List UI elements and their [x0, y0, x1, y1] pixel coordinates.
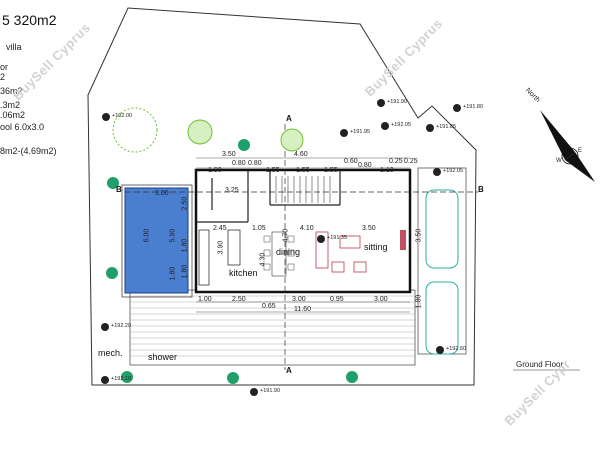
compass-west: W — [556, 158, 562, 164]
dim-top-2: 4.60 — [294, 151, 308, 158]
room-mech: mech. — [98, 348, 123, 358]
level-markers — [101, 99, 461, 396]
carport — [417, 167, 467, 355]
dim-top-7: 0.60 — [344, 158, 358, 165]
dim-bottom-1: 1.00 — [198, 296, 212, 303]
dim-pool-4: 2.50 — [181, 196, 189, 211]
info-line-7: ool 6.0x3.0 — [0, 122, 45, 132]
interior-walls — [196, 170, 341, 223]
plan-title: 5 320m2 — [2, 12, 57, 28]
dim-int-10: 1.80 — [415, 294, 423, 309]
floor-label: Ground Floor — [516, 360, 564, 369]
dim-pool-width: 3.00 — [155, 190, 169, 197]
dim-int-9: 3.50 — [415, 228, 423, 243]
info-line-8: 8m2-(4.69m2) — [0, 146, 57, 156]
dim-int-8: 3.90 — [217, 240, 225, 255]
stairs — [275, 176, 331, 203]
section-a-top: A — [286, 114, 292, 123]
sofa-set — [315, 231, 367, 273]
section-lines — [125, 124, 478, 370]
level-label-2: +191.90 — [387, 99, 408, 105]
dim-bottom-2: 2.50 — [232, 296, 246, 303]
pool-deck — [121, 184, 193, 298]
fireplace — [400, 230, 406, 250]
dim-pool-5: 1.80 — [181, 238, 189, 253]
dim-bottom-total: 11.60 — [294, 306, 311, 313]
dim-top-12: 1.55 — [296, 167, 310, 174]
info-line-3: 2 — [0, 72, 6, 82]
kitchen-counter — [198, 229, 210, 286]
section-b-left: B — [116, 185, 122, 194]
dim-pool-3: 5.90 — [169, 228, 177, 243]
level-label-6: +191.85 — [436, 124, 457, 130]
info-line-4: 36m2 — [0, 86, 23, 96]
dim-int-1: 3.25 — [225, 187, 239, 194]
room-kitchen: kitchen — [229, 268, 258, 278]
dim-int-2: 2.45 — [213, 225, 227, 232]
level-label-1: +192.00 — [112, 113, 133, 119]
car-bottom — [425, 281, 459, 355]
level-label-7: +192.05 — [443, 168, 464, 174]
room-dining: dining — [276, 247, 301, 257]
dim-bottom-3: 3.00 — [292, 296, 306, 303]
dimension-lines — [196, 157, 410, 313]
dining-chairs — [263, 235, 295, 271]
level-label-4: +192.05 — [391, 122, 412, 128]
dim-bottom-4: 0.95 — [330, 296, 344, 303]
trees — [112, 107, 304, 153]
compass-east: E — [578, 148, 583, 154]
dim-int-5: 3.50 — [362, 225, 376, 232]
dim-bottom-6: 0.65 — [262, 303, 276, 310]
dining-table — [271, 231, 287, 277]
dim-int-6: 4.70 — [282, 228, 290, 243]
level-label-12: +192.60 — [446, 346, 467, 352]
dim-top-11: 1.90 — [208, 167, 222, 174]
car-top — [425, 189, 459, 269]
dim-pool-6: 1.80 — [181, 264, 189, 279]
dim-top-4: 0.80 — [248, 160, 262, 167]
section-b-right: B — [478, 185, 484, 194]
dim-top-5: 1.55 — [266, 167, 280, 174]
dim-int-7: 4.30 — [259, 252, 267, 267]
level-label-11: +191.90 — [260, 388, 281, 394]
info-line-1: villa — [6, 42, 22, 52]
dim-bottom-5: 3.00 — [374, 296, 388, 303]
plants — [106, 139, 358, 384]
info-line-6: .06m2 — [0, 110, 26, 120]
kitchen-island — [227, 229, 241, 266]
north-compass — [540, 110, 595, 182]
level-label-3: +191.95 — [350, 129, 371, 135]
dim-top-9: 0.25 — [389, 158, 403, 165]
terrace-hatch — [130, 295, 415, 357]
room-shower: shower — [148, 352, 178, 362]
dim-top-3: 0.80 — [232, 160, 246, 167]
level-label-8: +191.35 — [327, 235, 348, 241]
level-label-10: +192.10 — [111, 376, 132, 382]
dim-top-1: 3.50 — [222, 151, 236, 158]
dim-pool-7: 1.80 — [169, 266, 177, 281]
dim-top-8: 0.80 — [358, 162, 372, 169]
dim-top-10: 0.25 — [404, 158, 418, 165]
info-line-2: or — [0, 62, 9, 72]
dim-int-3: 1.05 — [252, 225, 266, 232]
plot-boundary — [87, 7, 477, 386]
dim-int-4: 4.10 — [300, 225, 314, 232]
info-line-5: .3m2 — [0, 100, 21, 110]
dim-top-13: 1.10 — [380, 167, 394, 174]
dim-pool-length: 6.00 — [143, 228, 151, 243]
level-label-9: +192.20 — [111, 323, 132, 329]
house-walls — [194, 168, 412, 294]
dim-top-6: 1.55 — [324, 167, 338, 174]
level-label-5: +191.80 — [463, 104, 484, 110]
pool — [124, 187, 189, 294]
section-a-bottom: A — [286, 366, 292, 375]
room-sitting: sitting — [364, 242, 388, 252]
